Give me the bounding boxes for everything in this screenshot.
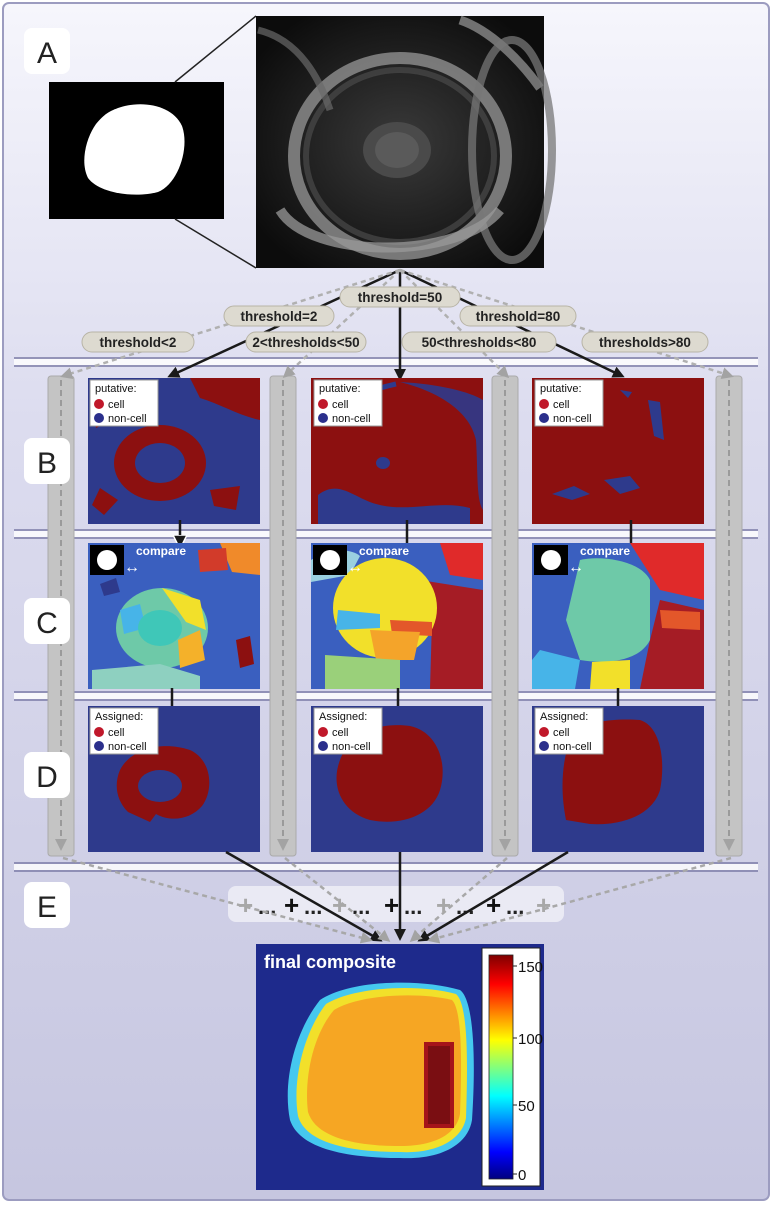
double-arrow-icon: ↔ (347, 559, 363, 576)
microscopy-image (256, 15, 556, 268)
svg-text:cell: cell (332, 399, 349, 411)
svg-text:putative:: putative: (540, 383, 582, 395)
converging-arrows (62, 850, 732, 944)
label-threshold-80: threshold=80 (476, 309, 560, 324)
mask-image (49, 82, 224, 219)
svg-text:non-cell: non-cell (332, 741, 371, 753)
svg-text:cell: cell (332, 727, 349, 739)
legend-assigned-3: Assigned: cell non-cell (534, 707, 604, 755)
legend-assigned-2: Assigned: cell non-cell (313, 707, 383, 755)
svg-text:non-cell: non-cell (108, 741, 147, 753)
svg-text:cell: cell (108, 727, 125, 739)
separators (14, 357, 758, 872)
label-threshold-2: threshold=2 (241, 309, 318, 324)
svg-text:+: + (384, 890, 399, 920)
svg-text:putative:: putative: (319, 383, 361, 395)
svg-text:non-cell: non-cell (553, 413, 592, 425)
svg-text:putative:: putative: (95, 383, 137, 395)
compare-inset-1: compare ↔ (90, 544, 186, 576)
colorbar-tick-100: 100 (518, 1031, 543, 1048)
legend-putative-3: putative: cell non-cell (534, 379, 604, 427)
colorbar-tick-0: 0 (518, 1167, 526, 1184)
double-arrow-icon: ↔ (124, 559, 140, 576)
svg-text:...: ... (506, 894, 524, 919)
threshold-labels: threshold=50 threshold=2 threshold=80 th… (81, 286, 709, 353)
compare-inset-3: compare ↔ (534, 544, 630, 576)
label-threshold-50-80: 50<thresholds<80 (422, 335, 537, 350)
sum-bar (228, 886, 564, 922)
compare-inset-2: compare ↔ (313, 544, 409, 576)
svg-text:...: ... (352, 894, 370, 919)
svg-text:cell: cell (553, 399, 570, 411)
svg-text:+: + (536, 890, 551, 920)
label-threshold-lt2: threshold<2 (100, 335, 177, 350)
svg-text:cell: cell (108, 399, 125, 411)
legend-putative-2: putative: cell non-cell (313, 379, 383, 427)
segment-map-threshold-50 (311, 543, 483, 689)
panel-label-b: B (37, 447, 57, 480)
label-threshold-50: threshold=50 (358, 290, 442, 305)
label-threshold-2-50: 2<thresholds<50 (252, 335, 359, 350)
svg-text:Assigned:: Assigned: (319, 711, 367, 723)
svg-text:...: ... (258, 894, 276, 919)
svg-text:compare: compare (359, 544, 409, 558)
panel-label-c: C (36, 607, 58, 640)
segment-map-threshold-2 (88, 543, 260, 689)
svg-text:+: + (284, 890, 299, 920)
legend-putative-1: putative: cell non-cell (89, 379, 159, 427)
svg-text:non-cell: non-cell (332, 413, 371, 425)
panel-label-a: A (37, 37, 57, 70)
double-arrow-icon: ↔ (568, 559, 584, 576)
composite-title: final composite (264, 952, 396, 972)
svg-text:+: + (238, 890, 253, 920)
legend-assigned-1: Assigned: cell non-cell (89, 707, 159, 755)
svg-text:cell: cell (553, 727, 570, 739)
colorbar-tick-50: 50 (518, 1098, 535, 1115)
panel-label-e: E (37, 891, 57, 924)
svg-text:Assigned:: Assigned: (540, 711, 588, 723)
svg-text:...: ... (456, 894, 474, 919)
colorbar-tick-150: 150 (518, 959, 543, 976)
svg-text:compare: compare (580, 544, 630, 558)
panel-label-d: D (36, 761, 58, 794)
colorbar: 150 100 50 0 (481, 947, 543, 1187)
label-threshold-gt80: thresholds>80 (599, 335, 691, 350)
svg-text:non-cell: non-cell (108, 413, 147, 425)
svg-text:...: ... (404, 894, 422, 919)
svg-text:+: + (436, 890, 451, 920)
svg-text:compare: compare (136, 544, 186, 558)
svg-text:Assigned:: Assigned: (95, 711, 143, 723)
panel-label-a-box (24, 28, 70, 74)
svg-text:non-cell: non-cell (553, 741, 592, 753)
